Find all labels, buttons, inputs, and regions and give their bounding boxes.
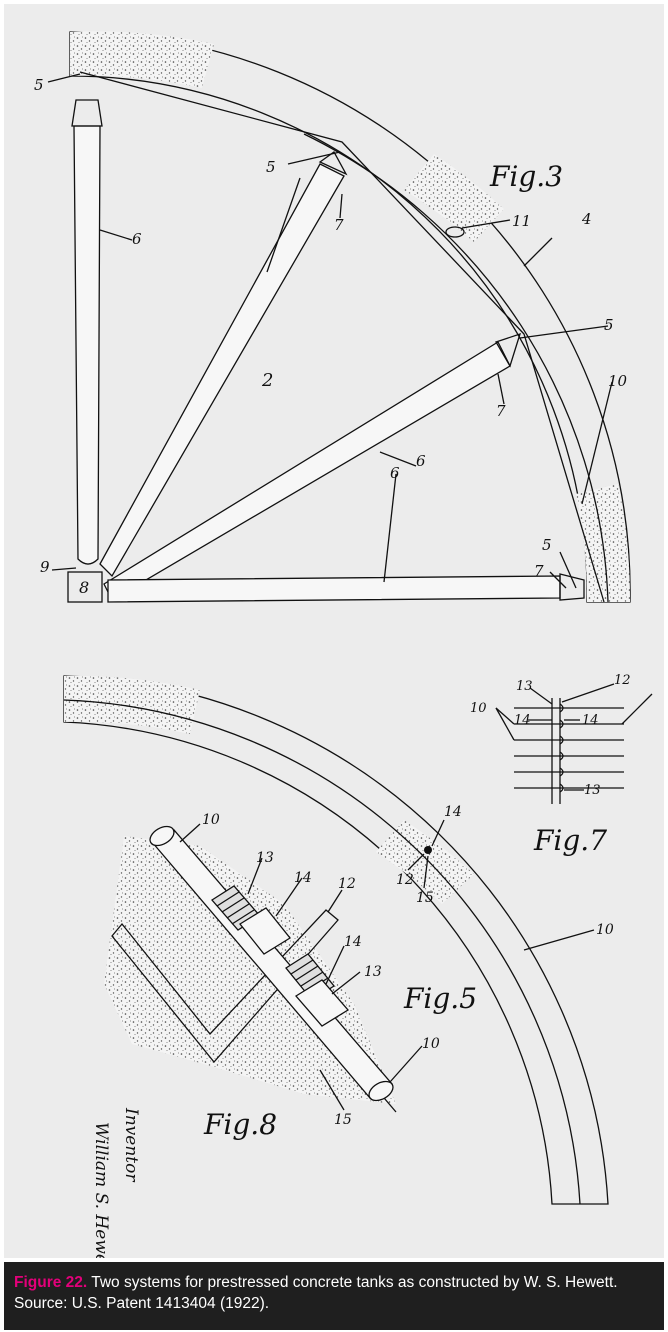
label-14-left: 14 [514, 713, 531, 728]
label-10: 10 [608, 372, 628, 390]
signature-name: William S. Hewett [91, 1122, 111, 1258]
strut-cap-upper [318, 151, 348, 176]
label-10-top: 10 [202, 812, 220, 828]
label-7-right: 7 [534, 562, 544, 580]
figure-8: 10 13 14 12 14 13 10 15 Fig.8 [104, 812, 440, 1141]
figure-7-title: Fig.7 [533, 824, 607, 857]
label-2: 2 [261, 370, 273, 391]
nut-14-lower [295, 979, 349, 1027]
tank-wall-arc-lower [63, 675, 609, 1205]
strut-vertical [73, 125, 101, 565]
label-8: 8 [79, 578, 89, 597]
label-15: 15 [334, 1112, 352, 1128]
label-13-upper: 13 [256, 850, 274, 866]
label-5-top: 5 [34, 76, 44, 94]
strut-horizontal [107, 575, 561, 603]
label-10: 10 [596, 922, 614, 938]
strut-diagonal-upper [99, 163, 345, 578]
figure-5: 14 12 15 10 Fig.5 [63, 675, 614, 1205]
nut-14-upper [239, 907, 291, 955]
label-14-lower: 14 [344, 934, 362, 950]
patent-drawing-panel: 8 5 6 [4, 4, 664, 1258]
label-10: 10 [470, 701, 487, 716]
anchor-detail-point [424, 846, 432, 854]
label-14: 14 [444, 804, 462, 820]
hub-block-8 [67, 571, 103, 603]
caption-label: Figure 22. [14, 1274, 88, 1291]
label-12: 12 [338, 876, 356, 892]
turnbuckle-11 [445, 226, 465, 238]
figure-7: 13 12 10 14 14 13 Fig.7 [470, 673, 653, 857]
label-11: 11 [512, 212, 531, 230]
caption-text: Two systems for prestressed concrete tan… [14, 1274, 618, 1312]
label-9: 9 [40, 558, 50, 576]
label-14-upper: 14 [294, 870, 312, 886]
strut-cap-top [71, 99, 103, 127]
label-4: 4 [581, 210, 592, 228]
label-7-upper: 7 [334, 216, 344, 234]
strut-cap-lower [495, 332, 521, 368]
label-5-upper: 5 [266, 158, 276, 176]
label-5-right: 5 [542, 536, 552, 554]
figure-3-title: Fig.3 [489, 160, 563, 193]
label-12: 12 [396, 872, 414, 888]
label-15: 15 [416, 890, 434, 906]
label-7-lower: 7 [496, 402, 506, 420]
label-13-top: 13 [516, 679, 533, 694]
tension-rod-10 [79, 71, 605, 603]
label-13-bottom: 13 [584, 783, 601, 798]
figure-5-title: Fig.5 [403, 982, 477, 1015]
label-13-lower: 13 [364, 964, 382, 980]
label-6-vertical: 6 [132, 230, 142, 248]
angle-iron-12 [111, 909, 339, 1064]
concrete-zone-top [70, 31, 214, 88]
strut-cap-right [559, 573, 585, 601]
label-5-lower: 5 [604, 316, 614, 334]
label-14-right: 14 [582, 713, 599, 728]
label-6-horizontal: 6 [390, 464, 400, 482]
concrete-zone-mid [404, 154, 504, 242]
tank-wall-ring [69, 31, 631, 603]
figure-3: 8 5 6 [34, 31, 631, 603]
signature-inventor-label: Inventor [121, 1107, 141, 1182]
inventor-signature: William S. Hewett [91, 1122, 111, 1258]
label-10-bottom: 10 [422, 1036, 440, 1052]
figure-caption: Figure 22. Two systems for prestressed c… [4, 1262, 664, 1330]
label-12: 12 [614, 673, 631, 688]
label-6-diagonal: 6 [416, 452, 426, 470]
tension-rod-lower [63, 699, 581, 1205]
figure-8-title: Fig.8 [203, 1108, 277, 1141]
